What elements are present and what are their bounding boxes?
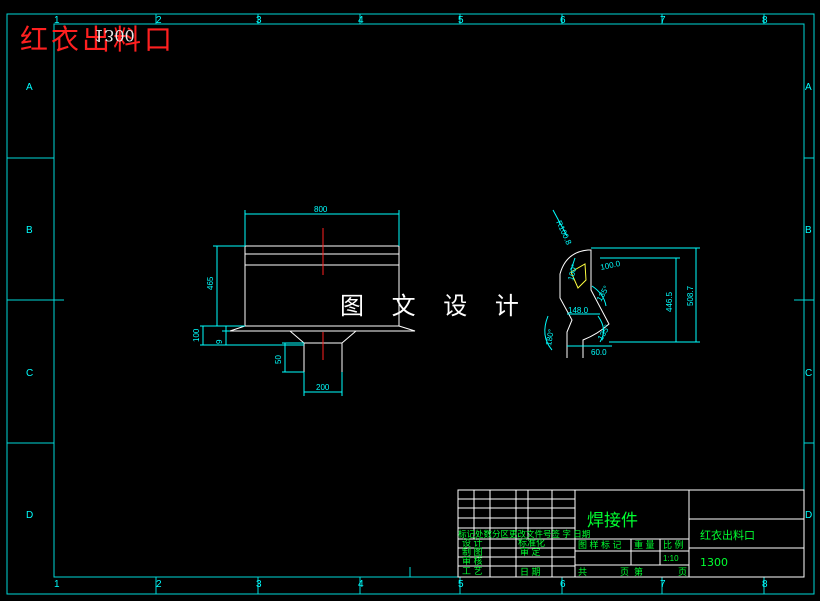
label-sheet: 第 xyxy=(634,566,643,577)
dim-h2: 508.7 xyxy=(686,285,695,306)
dim-small: 9 xyxy=(215,339,224,344)
col-label-bottom: 6 xyxy=(560,579,566,590)
dim-angle-b: 135° xyxy=(595,284,611,303)
col-label-top: 6 xyxy=(560,15,566,26)
label-page: 页 xyxy=(678,567,687,577)
dim-width-bottom: 200 xyxy=(316,383,330,392)
dim-neck: 50 xyxy=(274,355,283,364)
col-label-bottom: 3 xyxy=(256,579,262,590)
label-check: 审 核 xyxy=(462,555,483,566)
watermark-text: 图 文 设 计 xyxy=(340,292,529,320)
row-label-left: B xyxy=(26,225,33,236)
dim-width-top: 800 xyxy=(314,205,328,214)
front-view: 800 465 100 9 50 200 xyxy=(192,205,416,396)
row-label-left: D xyxy=(26,510,33,521)
col-label-top: 8 xyxy=(762,15,768,26)
col-label-bottom: 5 xyxy=(458,579,464,590)
drawing-title: 红衣出料口 xyxy=(20,23,176,56)
label-draw: 制 图 xyxy=(462,546,483,557)
title-block xyxy=(457,489,805,578)
label-craft: 工 艺 xyxy=(462,566,483,576)
dim-radius: R100.8 xyxy=(554,219,573,247)
row-label-left: A xyxy=(26,82,33,93)
row-label-right: B xyxy=(805,225,812,236)
dim-height-main: 465 xyxy=(206,276,215,290)
col-label-top: 3 xyxy=(256,15,262,26)
col-label-bottom: 2 xyxy=(156,579,162,590)
part-name: 焊接件 xyxy=(587,511,638,531)
label-sheet-of: 页 xyxy=(620,567,629,577)
dim-height-left: 100 xyxy=(192,328,201,342)
col-label-bottom: 8 xyxy=(762,579,768,590)
col-label-top: 4 xyxy=(358,15,364,26)
row-label-left: C xyxy=(26,368,33,379)
label-approve: 审 定 xyxy=(520,546,541,557)
col-label-bottom: 7 xyxy=(660,579,666,590)
dim-h1: 446.5 xyxy=(665,291,674,312)
label-standard: 标准化 xyxy=(518,537,545,548)
title-block-labels: 标记处数分区更改文件号签 字 日期 设 计 制 图 审 核 工 艺 标准化 审 … xyxy=(458,529,687,577)
label-date: 日 期 xyxy=(520,567,541,577)
mirrored-number: 1300 xyxy=(94,26,135,45)
drawing-frame xyxy=(6,13,815,595)
row-label-right: A xyxy=(805,82,812,93)
dim-len-c: 60.0 xyxy=(591,348,607,357)
dim-angle-c: 180° xyxy=(544,328,556,346)
scale-value: 1:10 xyxy=(663,554,679,563)
col-label-bottom: 1 xyxy=(54,579,60,590)
row-label-right: D xyxy=(805,510,812,521)
border-labels: 1 2 3 4 5 6 7 8 1 2 3 4 5 6 7 8 A B C D … xyxy=(26,15,812,590)
label-stage: 图 样 标 记 xyxy=(578,539,622,550)
col-label-bottom: 4 xyxy=(358,579,364,590)
dim-len-b: 148.0 xyxy=(568,306,589,315)
dim-len-a: 100.0 xyxy=(600,259,622,272)
company-name: 红衣出料口 xyxy=(700,529,755,542)
dim-angle-d: 135° xyxy=(596,323,612,342)
label-ratio: 比 例 xyxy=(663,539,684,550)
label-weight: 重 量 xyxy=(634,539,655,550)
row-label-right: C xyxy=(805,368,812,379)
col-label-top: 1 xyxy=(54,15,60,26)
label-total: 共 xyxy=(578,567,587,577)
label-design: 设 计 xyxy=(462,537,483,548)
side-view: R100.8 100° 100.0 135° 148.0 446.5 508.7… xyxy=(544,209,700,358)
dim-angle-a: 100° xyxy=(566,263,579,281)
drawing-code: 1300 xyxy=(700,556,728,569)
label-revision-row: 标记处数分区更改文件号签 字 日期 xyxy=(458,529,590,539)
col-label-top: 2 xyxy=(156,15,162,26)
col-label-top: 5 xyxy=(458,15,464,26)
col-label-top: 7 xyxy=(660,15,666,26)
